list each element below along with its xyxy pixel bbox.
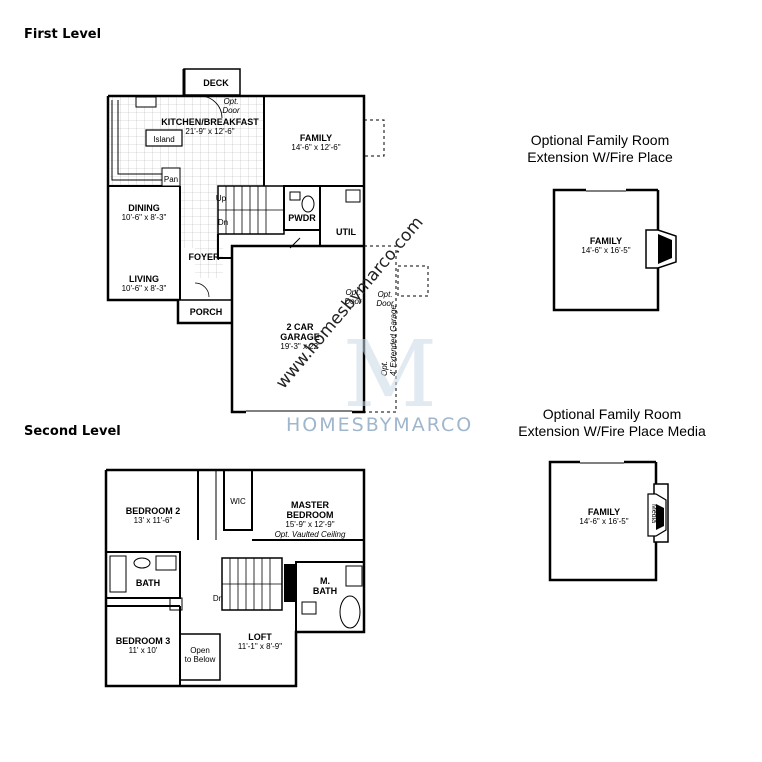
kitchen-dim: 21'-9" x 12'-6" <box>185 127 235 136</box>
kitchen-label: KITCHEN/BREAKFAST 21'-9" x 12'-6" <box>140 117 280 137</box>
kitchen-tile-floor <box>110 96 264 186</box>
dining-name: DINING <box>128 203 160 213</box>
option-fireplace-title-line1: Optional Family Room <box>530 132 670 148</box>
option-media-plan <box>548 460 669 582</box>
watermark-monogram: M <box>342 321 438 428</box>
fireplace-icon <box>658 234 672 264</box>
option-media-family-dim: 14'-6" x 16'-5" <box>579 517 629 526</box>
garage-name-line1: 2 CAR <box>286 322 314 332</box>
option-media-title-line1: Optional Family Room <box>542 406 682 422</box>
wic-label: WIC <box>230 497 246 506</box>
second-level-title: Second Level <box>24 424 121 439</box>
living-label: LIVING 10'-6" x 8'-3" <box>112 274 176 294</box>
bath-room <box>105 551 181 599</box>
opt-door-extended-label: Opt. Door <box>376 290 394 308</box>
deck-label: DECK <box>203 78 229 88</box>
bedroom3-name: BEDROOM 3 <box>115 636 171 646</box>
option-media-family-name: FAMILY <box>587 507 621 517</box>
media-fireplace-icon <box>656 504 664 530</box>
garage-dim: 19'-3" x 22' <box>280 342 320 351</box>
first-level-title: First Level <box>24 27 102 42</box>
bedroom2-name: BEDROOM 2 <box>125 506 181 516</box>
mbath-line2: BATH <box>312 586 338 596</box>
garage-label: 2 CAR GARAGE 19'-3" x 22' <box>270 322 330 352</box>
loft-label: LOFT 11'-1" x 8'-9" <box>230 632 290 652</box>
family-label: FAMILY 14'-6" x 12'-6" <box>276 133 356 153</box>
util-label: UTIL <box>336 227 356 237</box>
opt-door-deck-label: Opt. Door <box>222 97 240 115</box>
master-name-line1: MASTER <box>291 500 329 510</box>
master-dim: 15'-9" x 12'-9" <box>285 520 335 529</box>
master-name-line2: BEDROOM <box>286 510 334 520</box>
powder-room <box>283 185 321 231</box>
second-stairs-down-label: Dn <box>212 594 224 603</box>
extended-garage-outline <box>363 245 397 413</box>
option-media-family-label: FAMILY 14'-6" x 16'-5" <box>566 507 642 527</box>
master-bedroom-label: MASTER BEDROOM 15'-9" x 12'-9" Opt. Vaul… <box>258 500 362 540</box>
foyer-tile-floor <box>180 186 218 248</box>
loft-name: LOFT <box>248 632 272 642</box>
family-dim: 14'-6" x 12'-6" <box>291 143 341 152</box>
option-fireplace-title: Optional Family Room Extension W/Fire Pl… <box>500 132 700 166</box>
living-dim: 10'-6" x 8'-3" <box>121 284 167 293</box>
option-media-title-line2: Extension W/Fire Place Media <box>518 423 706 439</box>
bedroom2-dim: 13' x 11'-6" <box>133 516 173 525</box>
pantry-label: Pan <box>163 175 179 184</box>
kitchen-name: KITCHEN/BREAKFAST <box>161 117 259 127</box>
master-note: Opt. Vaulted Ceiling <box>274 530 346 539</box>
dining-dim: 10'-6" x 8'-3" <box>121 213 167 222</box>
media-label: Media <box>650 504 657 524</box>
stairs-up-label: Up <box>215 194 227 203</box>
bedroom3-label: BEDROOM 3 11' x 10' <box>110 636 176 656</box>
porch-outline <box>177 299 233 324</box>
loft-dim: 11'-1" x 8'-9" <box>237 642 283 651</box>
master-bath-label: M. BATH <box>310 576 340 596</box>
second-level-plan <box>104 468 366 688</box>
utility-room <box>319 185 365 247</box>
kitchen-island <box>145 129 183 147</box>
dining-label: DINING 10'-6" x 8'-3" <box>112 203 176 223</box>
option-media-title: Optional Family Room Extension W/Fire Pl… <box>492 406 732 440</box>
stairs-down-label: Dn <box>217 218 229 227</box>
foyer-label: FOYER <box>188 252 220 262</box>
bedroom2-label: BEDROOM 2 13' x 11'-6" <box>110 506 196 526</box>
kitchen-counter <box>111 100 162 181</box>
mbath-line1: M. <box>320 576 330 586</box>
option-fireplace-plan <box>552 188 677 312</box>
option-fireplace-family-label: FAMILY 14'-6" x 16'-5" <box>566 236 646 256</box>
option-fireplace-family-name: FAMILY <box>589 236 623 246</box>
option-fireplace-title-line2: Extension W/Fire Place <box>527 149 673 165</box>
opt-door-garage-label: Opt. Door <box>344 288 362 306</box>
porch-label: PORCH <box>189 307 223 317</box>
bath-label: BATH <box>135 578 161 588</box>
first-level-plan <box>106 68 429 414</box>
garage-name-line2: GARAGE <box>280 332 320 342</box>
powder-label: PWDR <box>288 213 316 223</box>
open-to-below-line1: Open <box>190 646 210 655</box>
bedroom3-dim: 11' x 10' <box>128 646 158 655</box>
family-name: FAMILY <box>299 133 333 143</box>
island-label: Island <box>153 135 175 144</box>
open-to-below-label: Open to Below <box>180 646 220 664</box>
watermark-brand: HOMESBYMARCO <box>286 414 474 436</box>
living-name: LIVING <box>128 274 159 284</box>
master-bath <box>295 561 365 633</box>
option-fireplace-family-dim: 14'-6" x 16'-5" <box>581 246 631 255</box>
open-to-below-line2: to Below <box>184 655 216 664</box>
